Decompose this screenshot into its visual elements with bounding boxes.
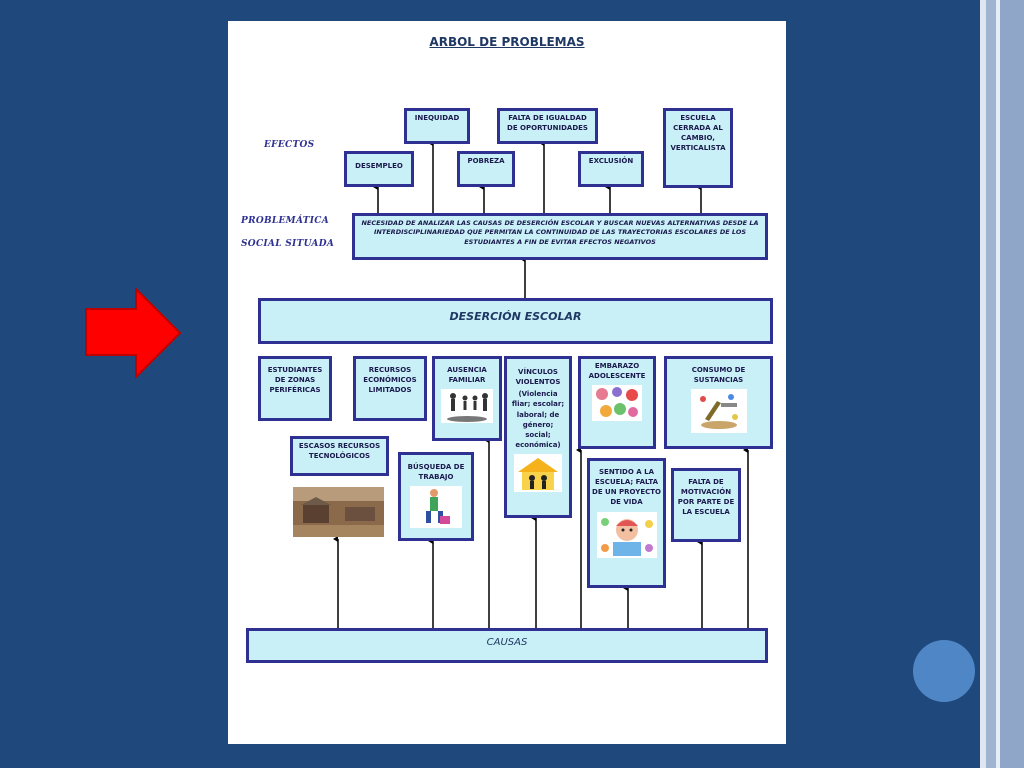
job-search-icon xyxy=(410,486,462,529)
student-drawing-icon xyxy=(596,511,657,558)
diagram-connectors xyxy=(333,140,749,629)
problem-statement: NECESIDAD DE ANALIZAR LAS CAUSAS DE DESE… xyxy=(352,213,768,260)
causes-bar: CAUSAS xyxy=(246,628,768,663)
pregnancy-icon xyxy=(592,385,642,422)
decorative-circle xyxy=(913,640,975,702)
edge-stripe-4 xyxy=(1000,0,1024,768)
effect-falta-igualdad: FALTA DE IGUALDAD DE OPORTUNIDADES xyxy=(497,108,598,144)
cause-sentido-escuela: SENTIDO A LA ESCUELA; FALTA DE UN PROYEC… xyxy=(587,458,666,588)
slum-photo xyxy=(293,487,384,537)
label-social-situada: SOCIAL SITUADA xyxy=(241,239,335,249)
edge-stripe-1 xyxy=(980,0,986,768)
substances-icon xyxy=(690,389,747,434)
diagram-title: ARBOL DE PROBLEMAS xyxy=(429,35,585,49)
cause-zonas-perifericas: ESTUDIANTES DE ZONAS PERIFÉRICAS xyxy=(258,356,332,421)
cause-busqueda-trabajo: BÚSQUEDA DE TRABAJO xyxy=(398,452,474,541)
cause-embarazo: EMBARAZO ADOLESCENTE xyxy=(578,356,656,449)
edge-stripe-2 xyxy=(986,0,996,768)
effect-escuela-cerrada: ESCUELA CERRADA AL CAMBIO, VERTICALISTA xyxy=(663,108,733,188)
effect-inequidad: INEQUIDAD xyxy=(404,108,470,144)
label-efectos: EFECTOS xyxy=(264,140,315,150)
effect-desempleo: DESEMPLEO xyxy=(344,151,414,187)
cause-vinculos-violentos: VÍNCULOS VIOLENTOS (Violencia fliar; esc… xyxy=(504,356,572,518)
cause-recursos-tecnologicos: ESCASOS RECURSOS TECNOLÓGICOS xyxy=(290,436,389,476)
label-problematica: PROBLEMÁTICA xyxy=(241,216,329,226)
effect-pobreza: POBREZA xyxy=(457,151,515,187)
violence-house-icon xyxy=(514,454,562,493)
cause-recursos-economicos: RECURSOS ECONÓMICOS LIMITADOS xyxy=(353,356,427,421)
cause-falta-motivacion: FALTA DE MOTIVACIÓN POR PARTE DE LA ESCU… xyxy=(671,468,741,542)
edge-stripe-3 xyxy=(996,0,1000,768)
cause-consumo: CONSUMO DE SUSTANCIAS xyxy=(664,356,773,449)
core-problem: DESERCIÓN ESCOLAR xyxy=(258,298,773,344)
family-icon xyxy=(441,389,493,424)
effect-exclusion: EXCLUSIÓN xyxy=(578,151,644,187)
cause-ausencia-familiar: AUSENCIA FAMILIAR xyxy=(432,356,502,441)
red-arrow-icon xyxy=(85,287,182,379)
document-page: ARBOL DE PROBLEMAS EFECTOS PROBLEMÁTICA … xyxy=(228,21,786,744)
